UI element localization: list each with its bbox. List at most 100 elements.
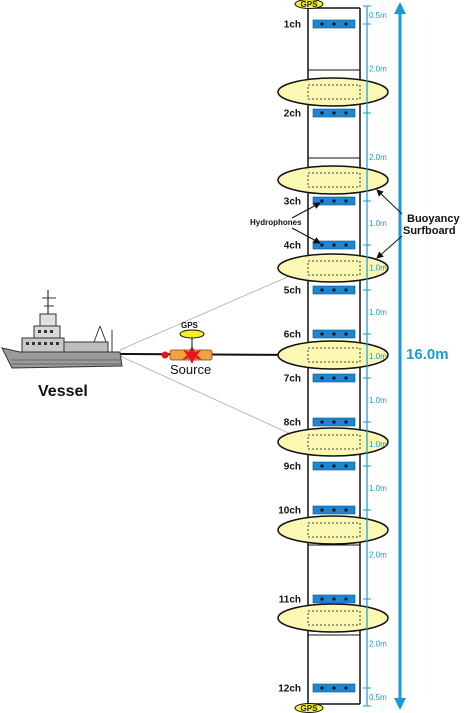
total-length-label: 16.0m (406, 346, 449, 363)
channel-label: 7ch (284, 374, 301, 385)
hydrophone-dot (344, 22, 348, 26)
spacing-label: 1.0m (369, 219, 387, 228)
seismic-source: GPS Source (161, 321, 213, 377)
buoyancy-float (277, 165, 389, 195)
surfboard-arrow-up (376, 189, 403, 215)
hydrophone-dot (332, 22, 336, 26)
hydrophone-dot (320, 332, 324, 336)
spacing-label: 1.0m (369, 396, 387, 405)
channel-label: 12ch (278, 684, 301, 695)
top-gps-label: GPS (301, 0, 319, 9)
hydrophone-channel: 4ch (284, 241, 356, 252)
buoyancy-float (277, 427, 389, 457)
hydrophone-dot (320, 686, 324, 690)
surfboard-label-line2: Surfboard (403, 225, 456, 237)
hydrophone-dot (332, 111, 336, 115)
hydrophone-dot (320, 243, 324, 247)
burst-icon (182, 346, 202, 364)
hydrophone-channel: 1ch (284, 20, 356, 31)
spacing-label: 0.5m (369, 693, 387, 702)
vessel-label: Vessel (38, 383, 88, 400)
channel-label: 2ch (284, 109, 301, 120)
hydrophone-dot (320, 22, 324, 26)
hydrophones-annotation: Hydrophones (250, 202, 321, 244)
hydrophone-dot (344, 597, 348, 601)
hydrophone-dot (344, 199, 348, 203)
hydrophone-dot (344, 243, 348, 247)
spacing-label: 2.0m (369, 640, 387, 649)
hydrophone-channel: 12ch (278, 684, 356, 695)
hydrophone-dot (320, 420, 324, 424)
spacing-label: 2.0m (369, 153, 387, 162)
channel-label: 4ch (284, 241, 301, 252)
hydrophones-label: Hydrophones (250, 218, 302, 227)
hydrophone-channel: 11ch (279, 595, 356, 606)
bottom-gps-label: GPS (301, 704, 319, 713)
hydrophone-dot (344, 464, 348, 468)
hydrophone-channel: 7ch (284, 374, 356, 385)
hydrophones-arrow-up (291, 202, 321, 219)
hydrophone-dot (344, 376, 348, 380)
hydrophone-dot (344, 332, 348, 336)
spacing-label: 1.0m (369, 308, 387, 317)
hydrophone-dot (320, 464, 324, 468)
hydrophone-dot (320, 288, 324, 292)
top-gps-buoy: GPS (294, 0, 324, 9)
hydrophone-dot (332, 420, 336, 424)
hydrophone-channel: 5ch (284, 286, 356, 297)
spacing-label: 2.0m (369, 551, 387, 560)
buoyancy-float (277, 340, 389, 370)
source-float (161, 351, 169, 359)
spacing-label: 1.0m (369, 440, 387, 449)
spacing-label: 2.0m (369, 65, 387, 74)
surfboard-arrow-down (376, 235, 403, 259)
surfboard-annotation: Buoyancy Surfboard (376, 189, 460, 259)
buoyancy-float (277, 253, 389, 283)
source-gps-label: GPS (181, 321, 199, 330)
surfboard-label-line1: Buoyancy (407, 213, 460, 225)
hydrophone-dot (320, 199, 324, 203)
hydrophone-dot (320, 376, 324, 380)
spacing-label: 1.0m (369, 484, 387, 493)
tow-line-upper (119, 267, 309, 351)
total-length-indicator: 16.0m (394, 2, 452, 710)
hydrophone-dot (332, 288, 336, 292)
hydrophone-dot (332, 464, 336, 468)
floats (277, 77, 389, 633)
channel-label: 3ch (284, 197, 301, 208)
channel-label: 1ch (284, 20, 301, 31)
spacing-label: 1.0m (369, 264, 387, 273)
hydrophone-dot (332, 376, 336, 380)
hydrophones-arrow-down (291, 227, 321, 244)
spacing-labels: 0.5m2.0m2.0m1.0m1.0m1.0m1.0m1.0m1.0m1.0m… (369, 11, 387, 702)
hydrophone-dot (332, 243, 336, 247)
buoyancy-float (277, 77, 389, 107)
source-gps-buoy (179, 329, 205, 339)
hydrophone-dot (344, 508, 348, 512)
channel-label: 11ch (279, 595, 301, 606)
hydrophone-channels: 1ch 2ch 3ch 4ch 5ch 6ch 7ch 8ch 9ch 10ch 11ch 12ch (278, 20, 356, 695)
channel-label: 9ch (284, 462, 301, 473)
hydrophone-dot (320, 597, 324, 601)
channel-label: 10ch (278, 506, 301, 517)
hydrophone-dot (332, 597, 336, 601)
spacing-scale: 0.5m2.0m2.0m1.0m1.0m1.0m1.0m1.0m1.0m1.0m… (363, 5, 387, 707)
hydrophone-dot (344, 111, 348, 115)
buoyancy-float (277, 515, 389, 545)
spacing-label: 0.5m (369, 11, 387, 20)
segment-lines (308, 69, 360, 636)
channel-label: 8ch (284, 418, 301, 429)
vessel-icon (1, 290, 123, 369)
channel-label: 6ch (284, 330, 301, 341)
hydrophone-dot (320, 111, 324, 115)
hydrophone-channel: 8ch (284, 418, 356, 429)
arrow-up-icon (394, 2, 406, 14)
hydrophone-dot (332, 686, 336, 690)
arrow-down-icon (394, 698, 406, 710)
tow-cable (119, 353, 309, 356)
hydrophone-dot (344, 288, 348, 292)
hydrophone-dot (332, 332, 336, 336)
buoyancy-float (277, 603, 389, 633)
spacing-ticks (363, 5, 371, 707)
